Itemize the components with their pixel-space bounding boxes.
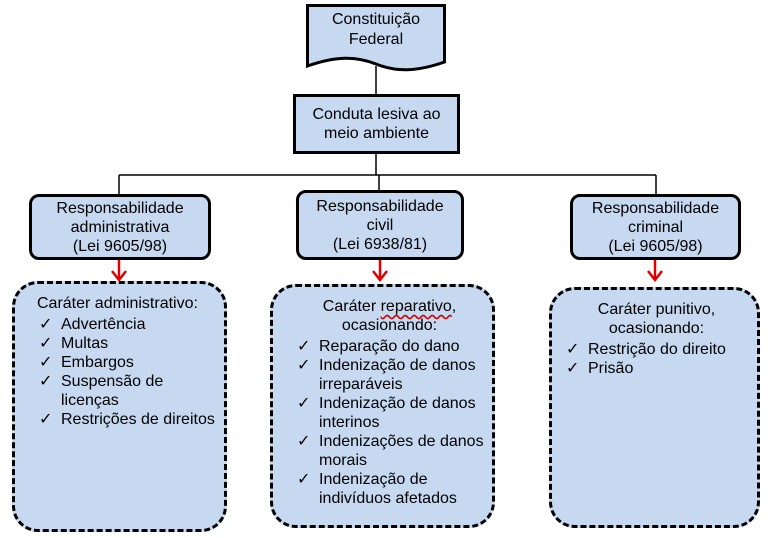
document-shape [306, 4, 446, 72]
check-icon: ✓ [39, 335, 53, 352]
civil-details-box: Caráter reparativo, ocasionando: ✓Repara… [270, 284, 495, 528]
conduct-node: Conduta lesiva ao meio ambiente [293, 94, 460, 154]
criminal-list: ✓Restrição do direito ✓Prisão [564, 340, 749, 378]
arrow-civil [372, 260, 388, 283]
list-item: ✓Embargos [39, 354, 134, 371]
criminal-responsibility-node: Responsabilidade criminal (Lei 9605/98) [570, 194, 741, 260]
constitution-line1: Constituição [331, 11, 421, 28]
check-icon: ✓ [566, 341, 580, 358]
list-item: ✓Indenização de indivíduos afetados [297, 471, 457, 507]
list-item: ✓Reparação do dano [297, 338, 460, 355]
civil-heading2: ocasionando: [341, 317, 438, 334]
spellcheck-word: reparativo [380, 298, 452, 315]
check-icon: ✓ [297, 471, 311, 488]
list-item: ✓Suspensão de licenças [39, 373, 164, 409]
criminal-details-box: Caráter punitivo, ocasionando: ✓Restriçã… [549, 287, 760, 528]
criminal-heading: Caráter punitivo, ocasionando: [597, 301, 716, 337]
admin-heading: Caráter administrativo: [37, 295, 198, 312]
admin-details-box: Caráter administrativo: ✓Advertência ✓Mu… [12, 281, 227, 532]
list-item: ✓Restrições de direitos [39, 411, 215, 428]
list-item: ✓Advertência [39, 316, 146, 333]
check-icon: ✓ [39, 411, 53, 428]
civil-law: (Lei 6938/81) [332, 235, 428, 253]
check-icon: ✓ [39, 373, 53, 390]
arrow-criminal [647, 260, 663, 283]
admin-responsibility-node: Responsabilidade administrativa (Lei 960… [29, 194, 211, 260]
constitution-node: Constituição Federal [306, 4, 446, 72]
conduct-line1: Conduta lesiva ao [312, 106, 441, 123]
list-item: ✓Multas [39, 335, 109, 352]
check-icon: ✓ [39, 354, 53, 371]
check-icon: ✓ [39, 316, 53, 333]
constitution-line2: Federal [348, 31, 404, 48]
check-icon: ✓ [297, 395, 311, 412]
arrow-admin [111, 260, 127, 283]
civil-responsibility-node: Responsabilidade civil (Lei 6938/81) [296, 190, 464, 260]
check-icon: ✓ [297, 357, 311, 374]
criminal-law: (Lei 9605/98) [608, 237, 703, 255]
check-icon: ✓ [297, 338, 311, 355]
civil-list: ✓Reparação do dano ✓Indenização de danos… [295, 337, 484, 508]
admin-title1: Responsabilidade [56, 199, 184, 217]
criminal-title2: criminal [627, 218, 684, 236]
check-icon: ✓ [566, 360, 580, 377]
list-item: ✓Prisão [566, 360, 634, 377]
civil-title1: Responsabilidade [316, 197, 444, 215]
admin-title2: administrativa [70, 218, 170, 236]
criminal-title1: Responsabilidade [591, 199, 720, 217]
civil-title2: civil [366, 216, 394, 234]
civil-heading: Caráter reparativo, ocasionando: [322, 298, 457, 334]
list-item: ✓Restrição do direito [566, 341, 726, 358]
list-item: ✓Indenização de danos interinos [297, 395, 476, 431]
conduct-line2: meio ambiente [324, 125, 429, 142]
list-item: ✓Indenização de danos irreparáveis [297, 357, 476, 393]
list-item: ✓Indenizações de danos morais [297, 433, 484, 469]
admin-list: ✓Advertência ✓Multas ✓Embargos ✓Suspensã… [37, 315, 216, 429]
check-icon: ✓ [297, 433, 311, 450]
admin-law: (Lei 9605/98) [72, 237, 168, 255]
